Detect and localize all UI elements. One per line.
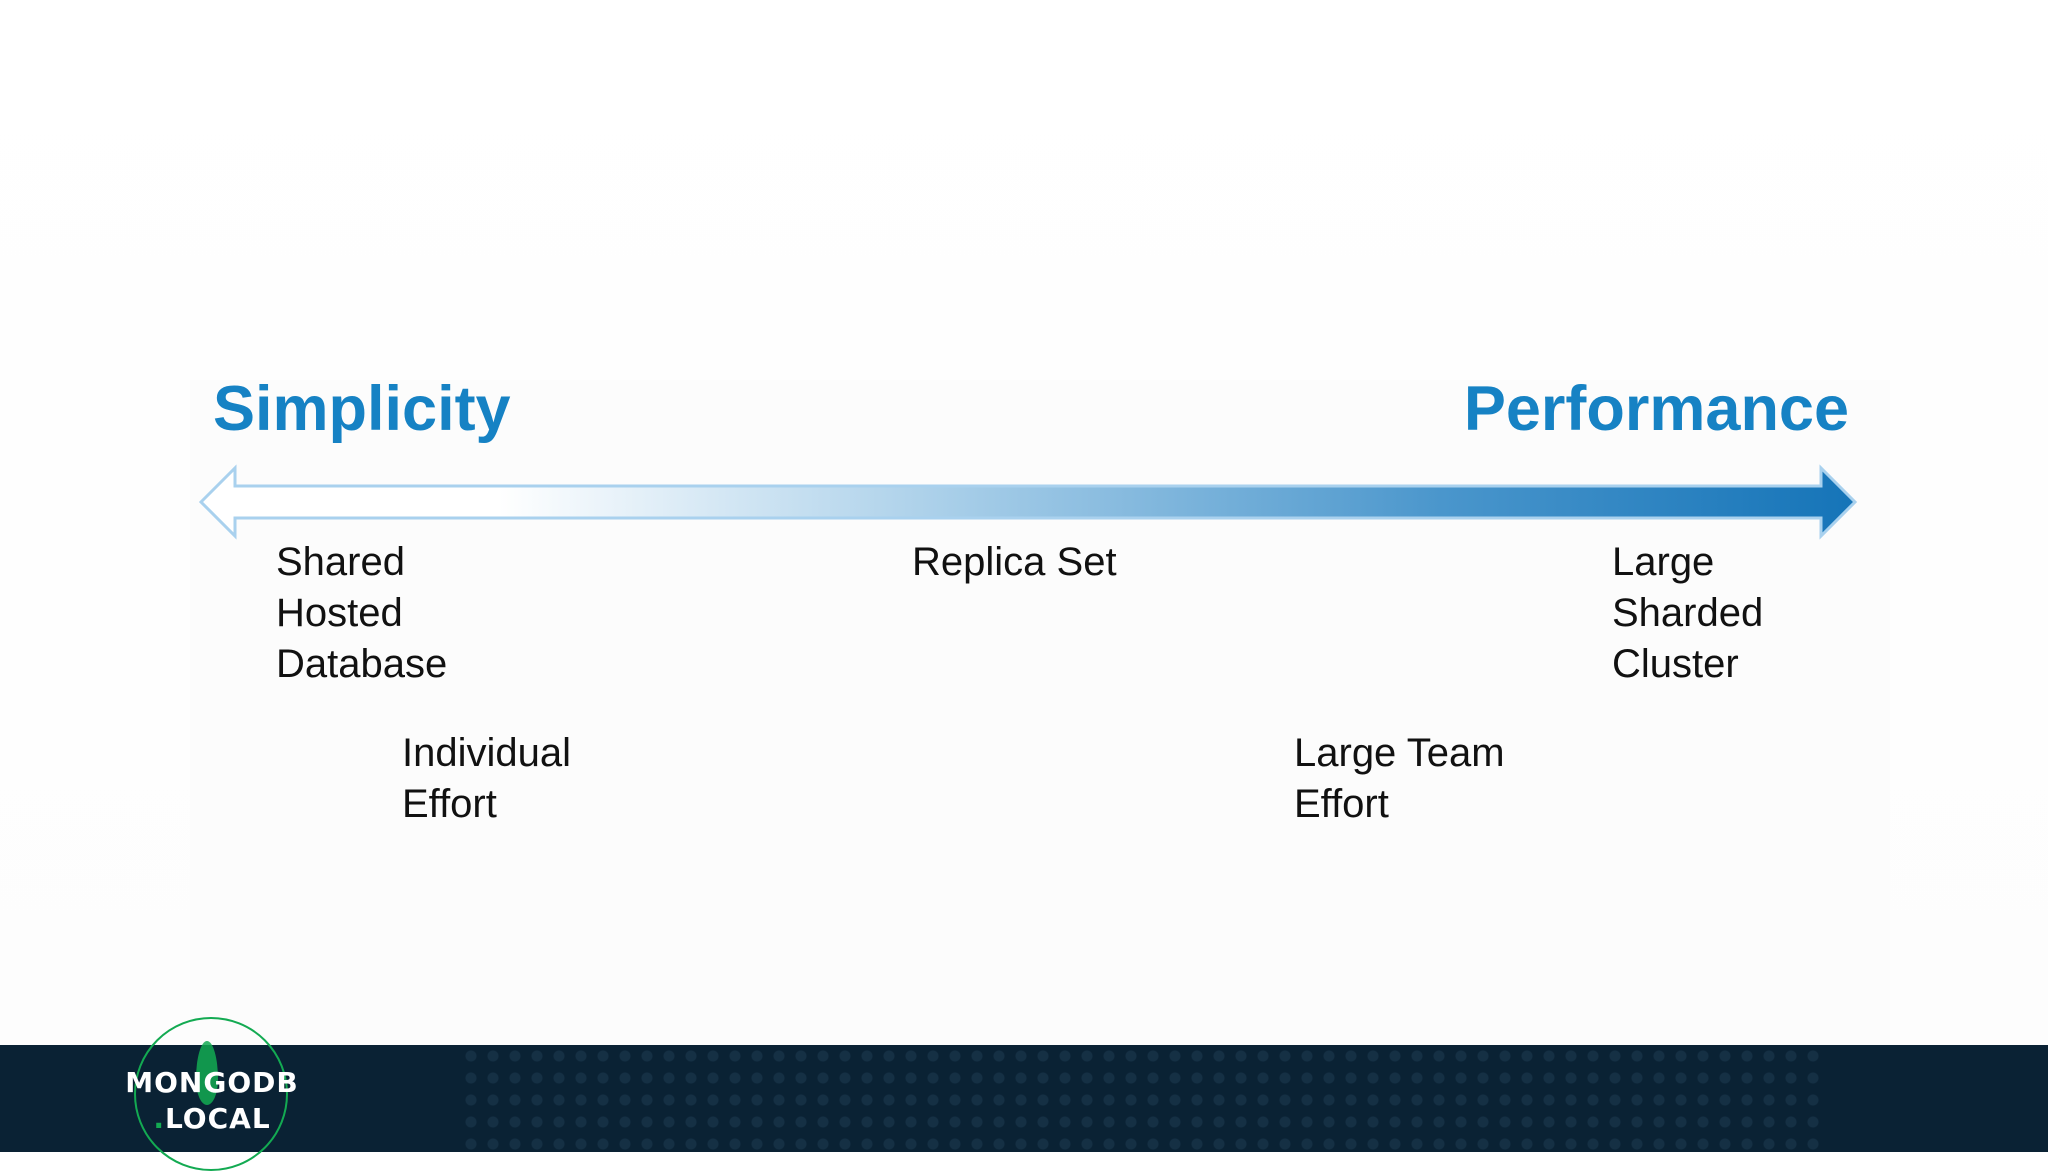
label-large-sharded-cluster: Large Sharded Cluster (1612, 537, 1763, 690)
logo-dot: . (153, 1102, 165, 1135)
label-line: Cluster (1612, 642, 1739, 686)
logo-line-1: MONGODB (125, 1066, 299, 1099)
slide-canvas: Simplicity Performance Shared Hosted Dat… (0, 0, 2048, 1045)
label-line: Shared (276, 540, 405, 584)
footer-bar (0, 1045, 2048, 1152)
heading-performance: Performance (1463, 374, 1849, 444)
label-line: Large (1612, 540, 1715, 584)
label-line: Effort (1294, 782, 1389, 826)
label-line: Database (276, 642, 448, 686)
label-replica-set: Replica Set (912, 540, 1117, 584)
label-line: Individual (402, 731, 572, 775)
label-large-team-effort: Large Team Effort (1294, 728, 1505, 830)
label-line: Large Team (1294, 731, 1505, 775)
logo-local: LOCAL (164, 1102, 271, 1135)
logo-line-2: .LOCAL (112, 1101, 312, 1137)
spectrum-double-arrow (198, 464, 1858, 540)
label-line: Effort (402, 782, 497, 826)
mongodb-local-logo: MONGODB .LOCAL (112, 1017, 312, 1171)
arrow-shape (198, 464, 1858, 540)
leaf-icon (196, 1041, 218, 1105)
label-line: Sharded (1612, 591, 1764, 635)
label-individual-effort: Individual Effort (402, 728, 571, 830)
heading-simplicity: Simplicity (213, 374, 511, 444)
label-line: Hosted (276, 591, 403, 635)
footer-dot-pattern (460, 1045, 1820, 1152)
label-shared-hosted-database: Shared Hosted Database (276, 537, 447, 690)
logo-text: MONGODB .LOCAL (112, 1065, 312, 1137)
